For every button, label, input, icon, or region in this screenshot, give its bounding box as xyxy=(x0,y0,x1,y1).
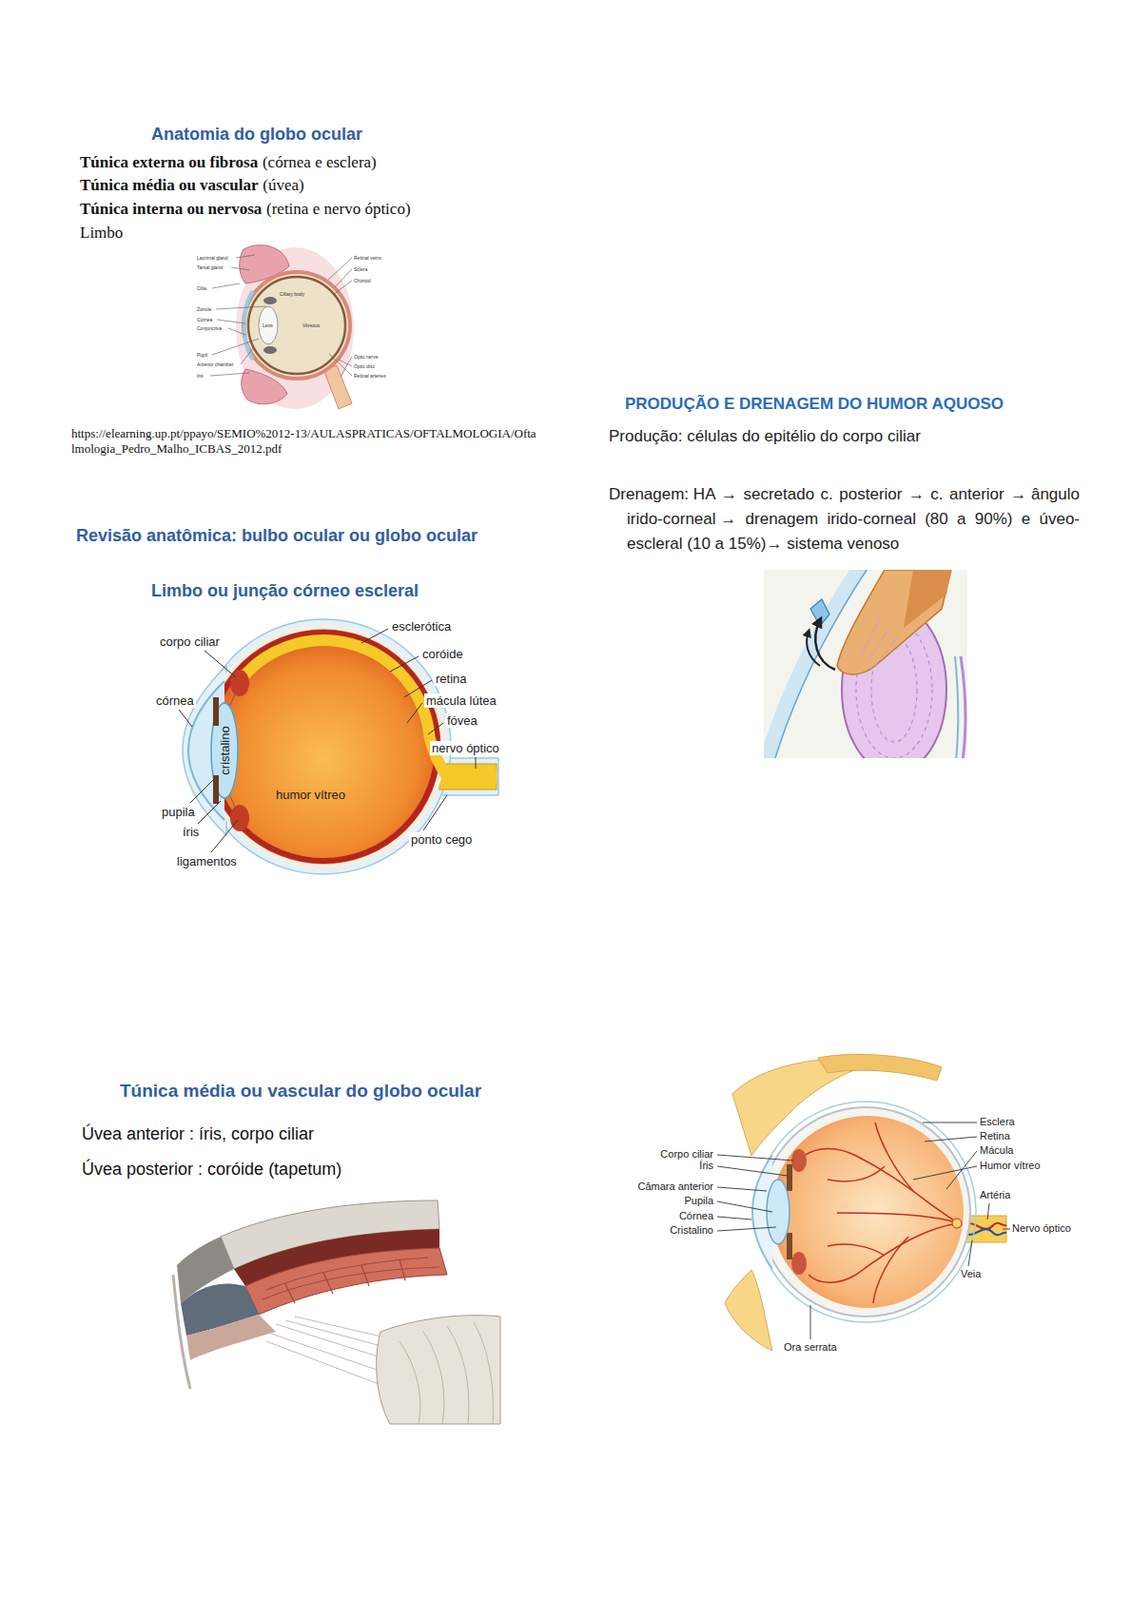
section-heading: Túnica média ou vascular do globo ocular xyxy=(119,1080,482,1102)
part-label: fóvea xyxy=(445,713,480,728)
eye-sagittal-small xyxy=(210,245,354,410)
part-label: ligamentos xyxy=(175,854,239,869)
part-label: Retinal veins xyxy=(353,254,382,261)
drainage-angle-illustration xyxy=(763,569,968,759)
list-text: (tapetum) xyxy=(268,1159,342,1179)
section-heading: PRODUÇÃO E DRENAGEM DO HUMOR AQUOSO xyxy=(624,394,1004,414)
part-label: cristalino xyxy=(217,725,233,775)
part-label: Sclera xyxy=(353,266,368,273)
paragraph: Drenagem:HA → secretado c. posterior → c… xyxy=(608,482,1080,557)
part-label: Optic disc xyxy=(353,363,375,370)
part-label: Nervo óptico xyxy=(1012,1222,1072,1235)
part-label: ponto cego xyxy=(409,832,474,847)
part-label: Corpo ciliar xyxy=(660,1148,714,1161)
part-label: Optic nerve xyxy=(353,353,379,360)
part-label: nervo óptico xyxy=(429,741,502,756)
part-label: esclerótica xyxy=(390,619,453,634)
section-heading: Limbo ou junção córneo escleral xyxy=(151,581,419,602)
part-label: Íris xyxy=(699,1159,714,1172)
uvea-cutaway-illustration xyxy=(173,1200,501,1424)
part-label: córnea xyxy=(154,693,196,708)
part-label: Zonule xyxy=(196,306,212,312)
part-label: Pupila xyxy=(683,1194,714,1208)
part-label: Artéria xyxy=(979,1189,1011,1202)
list-text: Úvea anterior : íris, corpo ciliar xyxy=(81,1124,314,1145)
part-label: Humor vítreo xyxy=(979,1159,1041,1172)
part-label: Veia xyxy=(960,1267,981,1281)
list-text: (retina e nervo óptico) xyxy=(266,199,411,218)
part-label: Pupil xyxy=(196,351,208,358)
eye-in-orbit-illustration xyxy=(717,1053,1011,1351)
part-label: Cilia xyxy=(196,285,207,292)
part-label: Choroid xyxy=(353,277,371,284)
part-label: Ora serrata xyxy=(783,1341,838,1354)
part-label: Conjunctiva xyxy=(196,325,222,332)
part-label: Anterior chamber xyxy=(196,361,234,368)
part-label: Lacrimal gland xyxy=(196,254,229,261)
paragraph-text: células do epitélio do corpo ciliar xyxy=(686,427,921,446)
part-label: íris xyxy=(180,824,201,839)
list-line: Túnica média ou vascular(úvea) xyxy=(79,175,305,195)
part-label: corpo ciliar xyxy=(157,634,222,649)
paragraph-text: Produção: xyxy=(608,427,683,446)
part-label: Córnea xyxy=(679,1209,714,1223)
part-label: Ciliary body xyxy=(279,291,305,297)
paragraph: Produção:células do epitélio do corpo ci… xyxy=(608,427,1066,447)
paragraph-text: Drenagem: xyxy=(608,485,689,504)
list-text: (córnea e esclera) xyxy=(262,153,377,172)
part-label: Câmara anterior xyxy=(638,1180,714,1193)
part-label: Lens xyxy=(262,322,273,329)
part-label: mácula lútea xyxy=(424,693,499,708)
list-line: Túnica interna ou nervosa(retina e nervo… xyxy=(79,199,411,219)
paragraph-text: HA → secretado c. posterior → c. anterio… xyxy=(693,485,1027,504)
list-line: Úvea posterior : coróide(tapetum) xyxy=(81,1159,342,1180)
part-label: Retinal arteries xyxy=(353,372,387,379)
part-label: Mácula xyxy=(979,1144,1014,1157)
section-heading: Anatomia do globo ocular xyxy=(151,124,363,145)
list-text: Limbo xyxy=(79,223,123,243)
part-label: Cristalino xyxy=(669,1224,714,1237)
list-text: Túnica interna ou nervosa xyxy=(79,199,262,218)
list-text: (úvea) xyxy=(262,175,304,195)
part-label: Tarsal gland xyxy=(196,264,223,271)
part-label: retina xyxy=(433,671,469,686)
part-label: coróide xyxy=(420,646,466,662)
list-text: Túnica média ou vascular xyxy=(79,175,259,195)
part-label: humor vítreo xyxy=(275,787,346,802)
part-label: Retina xyxy=(979,1130,1011,1143)
section-heading: Revisão anatômica: bulbo ocular ou globo… xyxy=(76,526,478,546)
part-label: pupila xyxy=(159,804,197,819)
list-line: Túnica externa ou fibrosa(córnea e escle… xyxy=(79,153,377,173)
part-label: Vitreous xyxy=(302,322,320,329)
part-label: Cornea xyxy=(196,316,213,323)
list-text: Úvea posterior : coróide xyxy=(81,1159,264,1179)
list-text: Túnica externa ou fibrosa xyxy=(79,153,258,172)
part-label: Esclera xyxy=(979,1115,1015,1129)
part-label: Iris xyxy=(196,372,204,379)
source-url: https://elearning.up.pt/ppayo/SEMIO%2012… xyxy=(71,426,538,457)
